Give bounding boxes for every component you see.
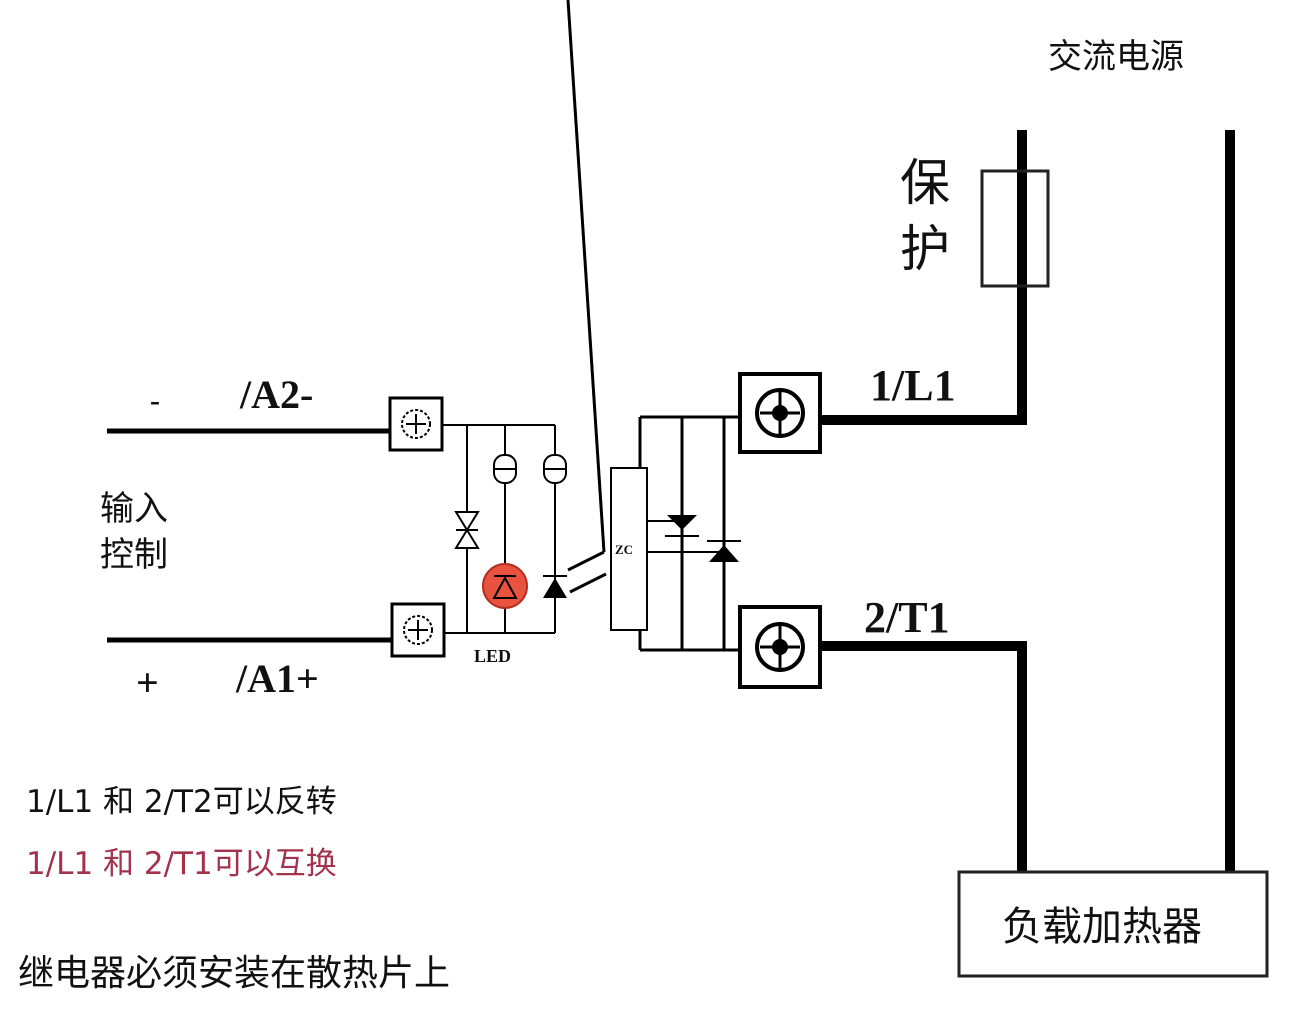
zero-cross-block: [610, 467, 648, 631]
plus-sign: +: [136, 660, 159, 705]
wire-t1: [820, 641, 1027, 872]
terminal-l1-label: 1/L1: [870, 361, 956, 410]
terminal-l1-screw: [738, 372, 822, 454]
protection-label-2: 护: [900, 220, 950, 278]
led-indicator-icon: [482, 563, 528, 609]
tvs-diode-icon: [454, 511, 480, 549]
opto-diode-icon: [543, 575, 567, 598]
terminal-a1-label: /A1+: [235, 656, 319, 701]
terminal-t1-label: 2/T1: [864, 593, 950, 642]
thyristor-icon: [707, 540, 741, 562]
light-arrow-icon: [566, 0, 607, 594]
fuse-icon: [980, 169, 1050, 288]
led-label: LED: [474, 646, 511, 666]
input-control-label-1: 输入: [100, 489, 168, 529]
terminal-t1-screw: [738, 605, 822, 689]
wire-l1: [820, 130, 1027, 425]
resistor-icon: [543, 454, 567, 484]
resistor-icon: [493, 454, 517, 484]
load-heater-box: [957, 870, 1269, 978]
protection-label-1: 保: [900, 154, 950, 212]
minus-sign: -: [150, 384, 160, 417]
zero-cross-label: ZC: [615, 542, 633, 557]
ac-power-label: 交流电源: [1048, 37, 1184, 77]
input-control-label-2: 控制: [100, 535, 168, 575]
terminal-a2-screw: [388, 396, 444, 452]
note-reverse: 1/L1 和 2/T2可以反转: [26, 784, 337, 820]
terminal-a2-label: /A2-: [239, 372, 313, 417]
note-interchange: 1/L1 和 2/T1可以互换: [26, 846, 337, 882]
terminal-a1-screw: [390, 602, 446, 658]
output-circuit: [638, 415, 740, 652]
load-heater-label: 负载加热器: [1002, 904, 1202, 950]
note-heatsink: 继电器必须安装在散热片上: [18, 953, 451, 994]
thyristor-icon: [665, 515, 699, 537]
